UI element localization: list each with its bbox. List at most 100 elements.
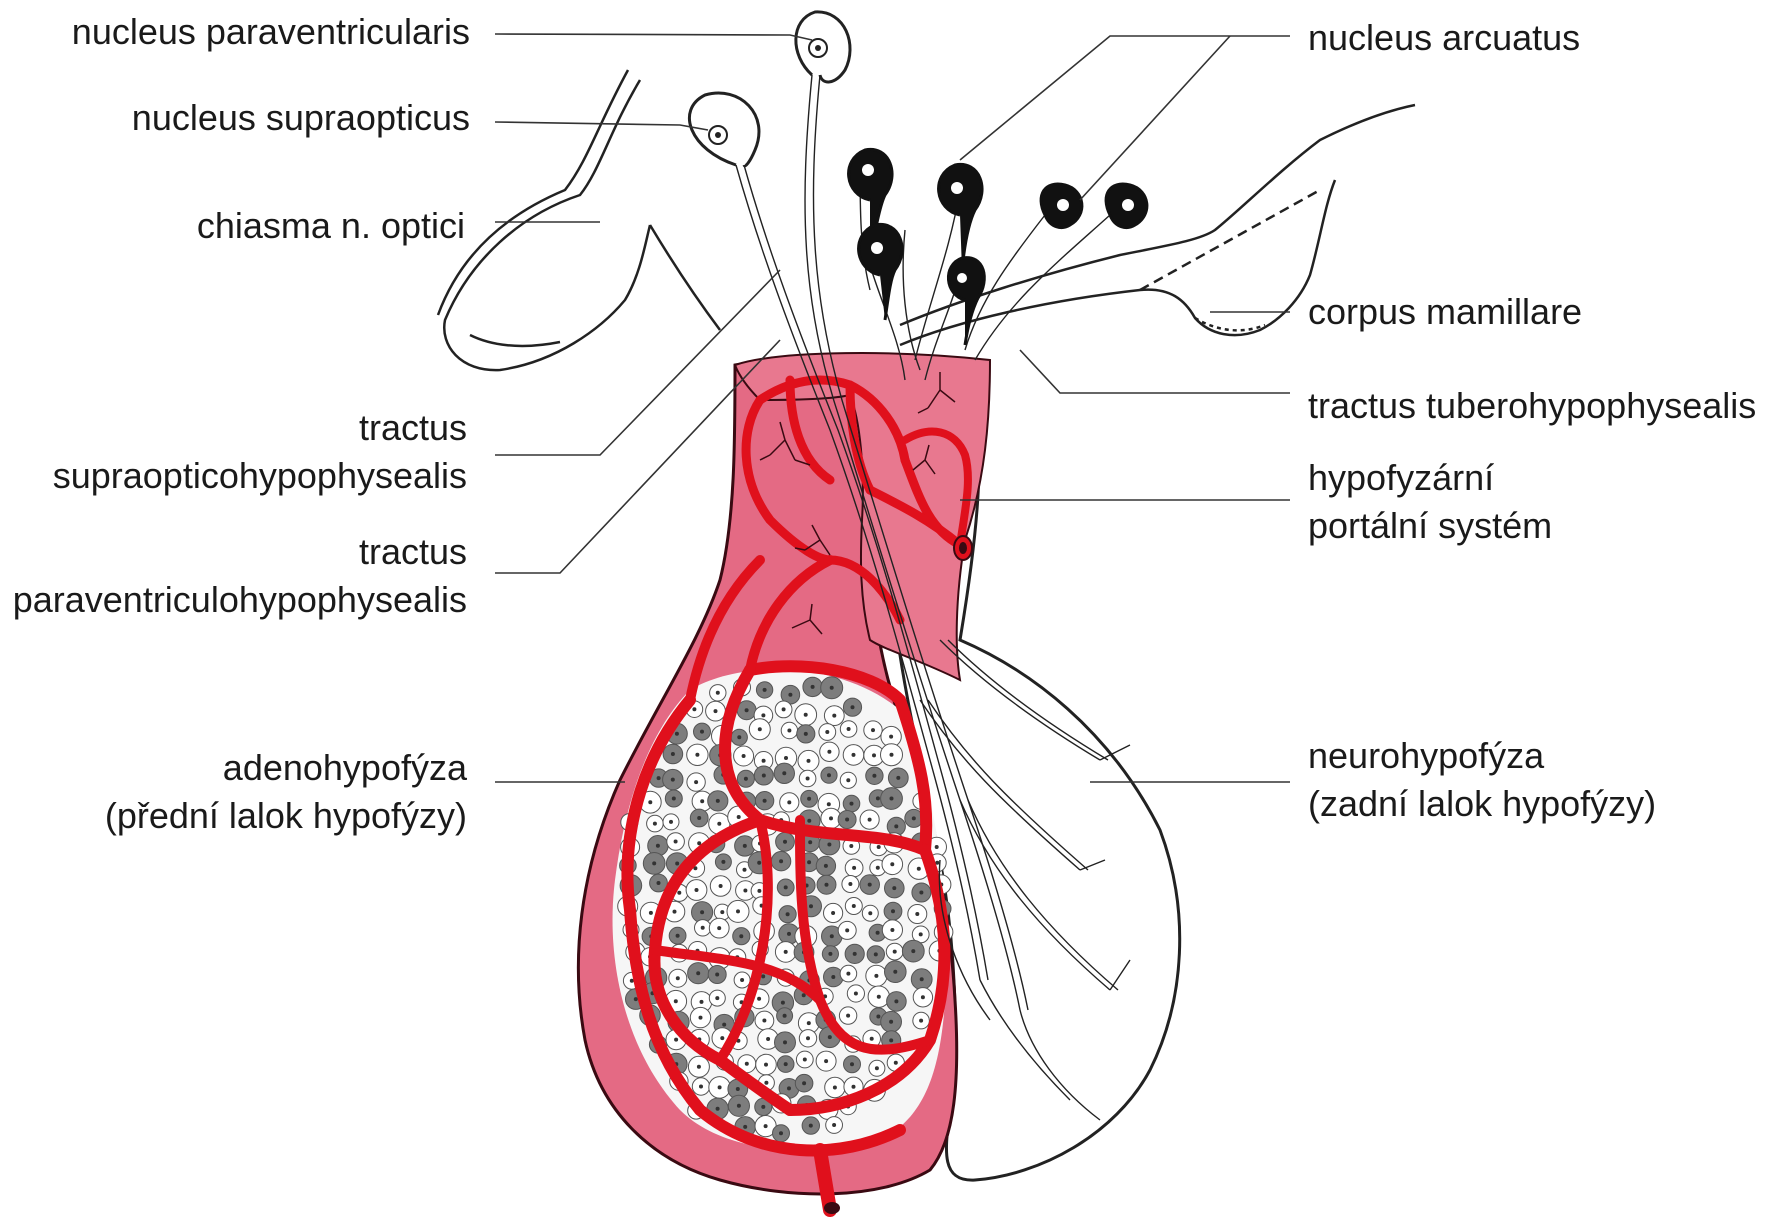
cell-nucleus [656, 844, 660, 848]
cell-nucleus [743, 1125, 747, 1129]
cell-nucleus [739, 934, 743, 938]
cell-nucleus [889, 1038, 893, 1042]
cell-nucleus [781, 1001, 785, 1005]
cell-nucleus [743, 844, 747, 848]
cell-nucleus [831, 911, 835, 915]
cell-nucleus [921, 995, 925, 999]
cell-nucleus [717, 822, 721, 826]
cell-nucleus [868, 911, 872, 915]
cell-nucleus [695, 888, 699, 892]
cell-nucleus [722, 1023, 726, 1027]
cell-nucleus [787, 932, 791, 936]
cell-nucleus [762, 1019, 766, 1023]
label-nucleus-paraventricularis: nucleus paraventricularis [72, 8, 470, 56]
cell-nucleus [737, 815, 741, 819]
cell-nucleus [846, 778, 850, 782]
cell-nucleus [849, 844, 853, 848]
cell-nucleus [701, 926, 705, 930]
cell-nucleus [736, 909, 740, 913]
cell-nucleus [676, 934, 680, 938]
cell-nucleus [825, 883, 829, 887]
cell-nucleus [675, 862, 679, 866]
cell-nucleus [890, 862, 894, 866]
cell-nucleus [874, 974, 878, 978]
cell-nucleus [852, 866, 856, 870]
label-nucleus-supraopticus: nucleus supraopticus [132, 94, 470, 142]
cell-nucleus [807, 797, 811, 801]
cell-nucleus [695, 753, 699, 757]
cell-nucleus [787, 1086, 791, 1090]
cell-nucleus [779, 1131, 783, 1135]
cell-nucleus [892, 886, 896, 890]
cell-nucleus [716, 1107, 720, 1111]
cell-nucleus [853, 952, 857, 956]
label-neurohypofyza: neurohypofýza (zadní lalok hypofýzy) [1308, 732, 1656, 828]
cell-nucleus [870, 1037, 874, 1041]
cell-nucleus [919, 932, 923, 936]
cell-nucleus [845, 928, 849, 932]
cell-nucleus [764, 1124, 768, 1128]
cell-nucleus [721, 860, 725, 864]
cell-nucleus [700, 730, 704, 734]
cell-nucleus [850, 802, 854, 806]
cell-nucleus [850, 1062, 854, 1066]
cell-nucleus [720, 910, 724, 914]
cell-nucleus [894, 1061, 898, 1065]
cell-nucleus [872, 774, 876, 778]
cell-nucleus [675, 732, 679, 736]
cell-nucleus [761, 1105, 765, 1109]
cell-nucleus [737, 1104, 741, 1108]
cell-nucleus [676, 976, 680, 980]
cell-nucleus [889, 735, 893, 739]
cell-nucleus [827, 802, 831, 806]
cell-nucleus [764, 1063, 768, 1067]
cell-nucleus [824, 1059, 828, 1063]
cell-nucleus [784, 885, 788, 889]
cell-nucleus [876, 796, 880, 800]
cell-nucleus [830, 686, 834, 690]
cell-nucleus [890, 928, 894, 932]
cell-nucleus [763, 799, 767, 803]
cell-nucleus [832, 714, 836, 718]
cell-nucleus [894, 999, 898, 1003]
cell-nucleus [919, 891, 923, 895]
cell-nucleus [831, 975, 835, 979]
cell-nucleus [743, 889, 747, 893]
label-tractus-paraventriculohypophysealis: tractus paraventriculohypophysealis [13, 528, 467, 624]
cell-nucleus [806, 1036, 810, 1040]
cell-nucleus [783, 1014, 787, 1018]
cell-nucleus [697, 1065, 701, 1069]
cell-nucleus [920, 977, 924, 981]
label-adenohypofyza: adenohypofýza (přední lalok hypofýzy) [105, 744, 467, 840]
cell-nucleus [784, 950, 788, 954]
cell-nucleus [719, 884, 723, 888]
cell-nucleus [894, 824, 898, 828]
cell-nucleus [736, 1087, 740, 1091]
cell-nucleus [757, 889, 761, 893]
cell-nucleus [657, 881, 661, 885]
cell-nucleus [671, 752, 675, 756]
cell-nucleus [915, 912, 919, 916]
cell-nucleus [876, 866, 880, 870]
cell-nucleus [786, 912, 790, 916]
label-corpus-mamillare: corpus mamillare [1308, 288, 1582, 336]
cell-nucleus [851, 705, 855, 709]
chiasma-outline [438, 70, 720, 370]
cell-nucleus [876, 1015, 880, 1019]
neuron-paraventricularis [796, 12, 850, 82]
cell-nucleus [875, 1066, 879, 1070]
cell-nucleus [846, 972, 850, 976]
cell-nucleus [868, 883, 872, 887]
cell-nucleus [745, 1062, 749, 1066]
cell-nucleus [745, 708, 749, 712]
cell-nucleus [911, 949, 915, 953]
cell-nucleus [846, 1014, 850, 1018]
cell-nucleus [694, 780, 698, 784]
cell-nucleus [827, 773, 831, 777]
cell-nucleus [852, 904, 856, 908]
cell-nucleus [761, 713, 765, 717]
cell-nucleus [828, 952, 832, 956]
cell-nucleus [891, 909, 895, 913]
cell-nucleus [652, 861, 656, 865]
cell-nucleus [893, 950, 897, 954]
